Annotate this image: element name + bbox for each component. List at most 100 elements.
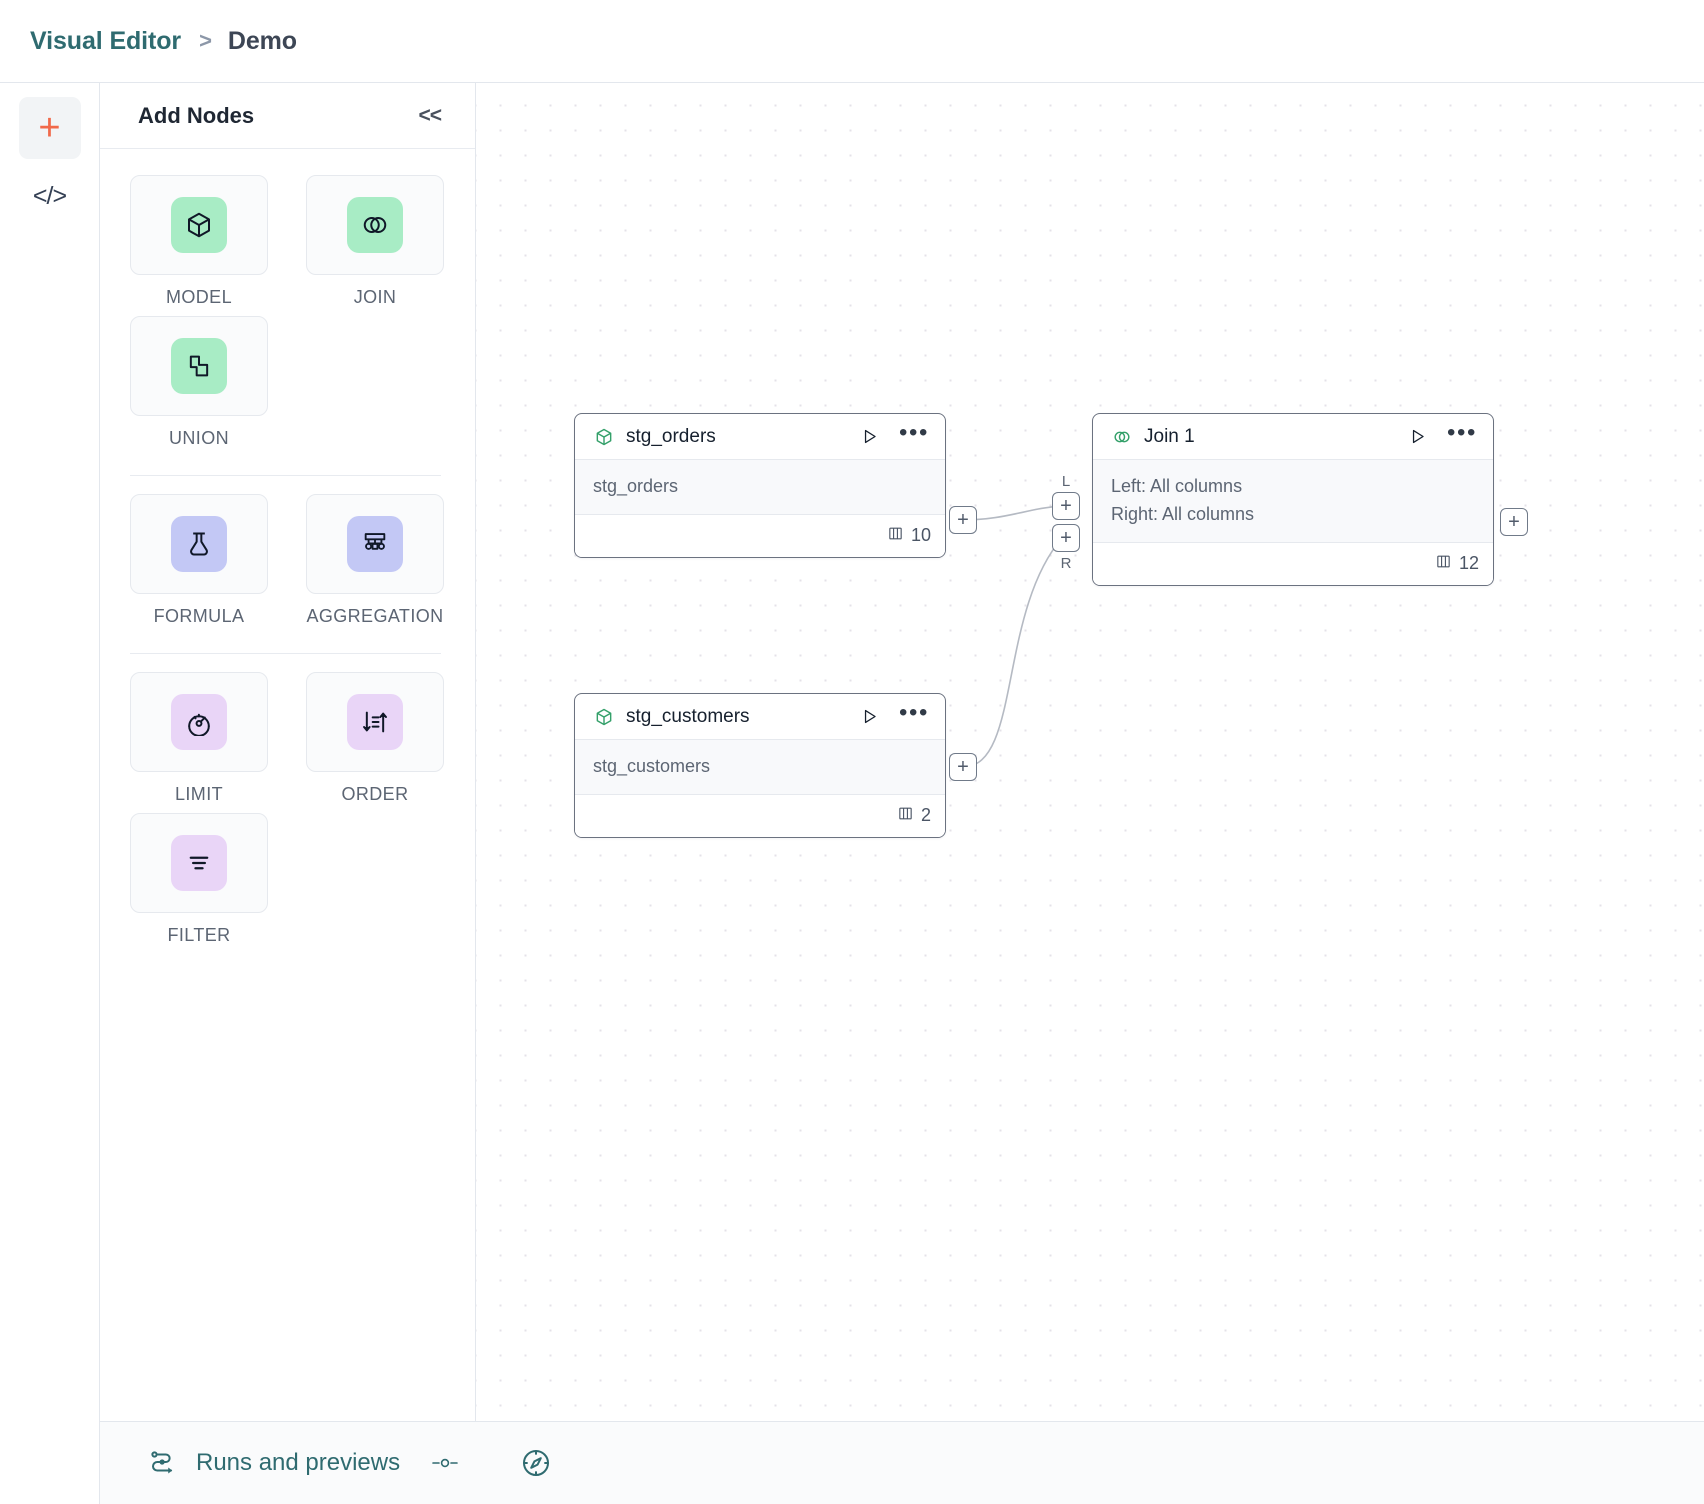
palette-tile-join-button[interactable] [306,175,444,275]
sort-arrows-icon [347,694,403,750]
add-node-rail-button[interactable]: + [18,97,81,159]
add-nodes-panel-header: Add Nodes << [100,83,475,149]
union-shapes-icon [171,338,227,394]
node-body: stg_customers [575,740,945,795]
join-left-input-label: L [1061,473,1071,490]
cube-icon [593,426,615,448]
ellipsis-icon[interactable]: ••• [898,418,929,446]
code-view-rail-button[interactable]: </> [19,165,81,227]
palette-tile-aggregation[interactable]: AGGREGATION [306,494,444,627]
bottom-toolbar: Runs and previews [100,1421,1704,1504]
join-left-input-handle[interactable]: + [1052,492,1080,520]
cube-icon [593,706,615,728]
node-footer: 10 [575,514,945,557]
columns-icon [1435,553,1452,575]
node-title: stg_orders [626,425,716,447]
output-handle-stg-orders[interactable]: + [949,506,977,534]
collapse-panel-button[interactable]: << [418,103,442,127]
node-group-row-ops: LIMIT ORDER [130,672,444,954]
palette-tile-order-button[interactable] [306,672,444,772]
palette-tile-join[interactable]: JOIN [306,175,444,308]
node-body-line: stg_customers [593,756,711,776]
node-stg-customers[interactable]: stg_customers ••• stg_customers 2 [574,693,946,838]
node-header: Join 1 ••• [1093,414,1493,460]
left-rail: + </> [0,83,100,1504]
columns-icon [897,805,914,827]
palette-tile-model-button[interactable] [130,175,268,275]
node-header: stg_orders ••• [575,414,945,460]
node-body: Left: All columns Right: All columns [1093,460,1493,543]
add-nodes-panel: Add Nodes << MODEL [100,83,476,1504]
palette-tile-filter[interactable]: FILTER [130,813,268,946]
speedometer-icon [171,694,227,750]
play-icon[interactable] [1408,427,1427,446]
node-footer: 12 [1093,542,1493,585]
ellipsis-icon[interactable]: ••• [898,698,929,726]
node-body-line: Right: All columns [1111,503,1255,524]
node-body-line: stg_orders [593,476,679,496]
filter-lines-icon [171,835,227,891]
palette-tile-limit[interactable]: LIMIT [130,672,268,805]
edge-orders-to-join-left [962,505,1063,521]
column-count: 10 [910,525,931,546]
node-stg-orders[interactable]: stg_orders ••• stg_orders 10 [574,413,946,558]
column-count: 2 [920,805,931,826]
palette-tile-label: AGGREGATION [306,606,444,626]
palette-divider [130,653,441,654]
flow-canvas[interactable]: stg_orders ••• stg_orders 10 [476,83,1704,1504]
node-group-sources: MODEL JOIN [130,175,444,457]
cube-icon [171,197,227,253]
palette-tile-formula-button[interactable] [130,494,268,594]
breadcrumb-header: Visual Editor > Demo [0,0,1704,82]
play-icon[interactable] [860,707,879,726]
palette-tile-union-button[interactable] [130,316,268,416]
palette-tile-label: ORDER [341,784,409,804]
palette-tile-label: FORMULA [153,606,245,626]
add-nodes-list: MODEL JOIN [100,149,475,1504]
output-handle-stg-customers[interactable]: + [949,753,977,781]
flask-icon [171,516,227,572]
palette-tile-label: JOIN [353,287,397,307]
plus-icon: + [38,107,61,149]
palette-tile-label: FILTER [167,925,231,945]
node-title: Join 1 [1144,425,1195,447]
output-handle-join-1[interactable]: + [1500,508,1528,536]
code-icon: </> [32,181,67,210]
node-header: stg_customers ••• [575,694,945,740]
node-join-1[interactable]: Join 1 ••• Left: All columns Right: All … [1092,413,1494,586]
node-body-line: Left: All columns [1111,476,1243,496]
join-right-input-label: R [1060,555,1072,572]
compass-icon[interactable] [520,1447,552,1479]
palette-tile-aggregation-button[interactable] [306,494,444,594]
palette-tile-formula[interactable]: FORMULA [130,494,268,627]
palette-tile-limit-button[interactable] [130,672,268,772]
panel-title: Add Nodes [138,102,255,128]
play-icon[interactable] [860,427,879,446]
aggregation-tree-icon [347,516,403,572]
node-title: stg_customers [626,705,750,727]
node-footer: 2 [575,794,945,837]
palette-tile-union[interactable]: UNION [130,316,268,449]
node-body: stg_orders [575,460,945,515]
columns-icon [887,525,904,547]
palette-divider [130,475,441,476]
slider-icon[interactable] [428,1446,462,1480]
breadcrumb-separator: > [199,28,212,53]
runs-pipeline-icon [148,1448,178,1478]
venn-icon [347,197,403,253]
main-body: + </> Add Nodes << [0,82,1704,1504]
edge-customers-to-join-right [962,537,1063,768]
ellipsis-icon[interactable]: ••• [1446,418,1477,446]
palette-tile-label: LIMIT [174,784,223,804]
palette-tile-model[interactable]: MODEL [130,175,268,308]
palette-tile-filter-button[interactable] [130,813,268,913]
palette-tile-label: UNION [169,428,229,448]
node-group-transforms: FORMULA AGGREGATION [130,494,444,635]
breadcrumb-root-link[interactable]: Visual Editor [30,26,182,55]
runs-and-previews-button[interactable]: Runs and previews [148,1448,400,1478]
join-right-input-handle[interactable]: + [1052,524,1080,552]
column-count: 12 [1458,553,1479,574]
palette-tile-order[interactable]: ORDER [306,672,444,805]
palette-tile-label: MODEL [165,287,232,307]
breadcrumb-current-page: Demo [227,26,297,55]
